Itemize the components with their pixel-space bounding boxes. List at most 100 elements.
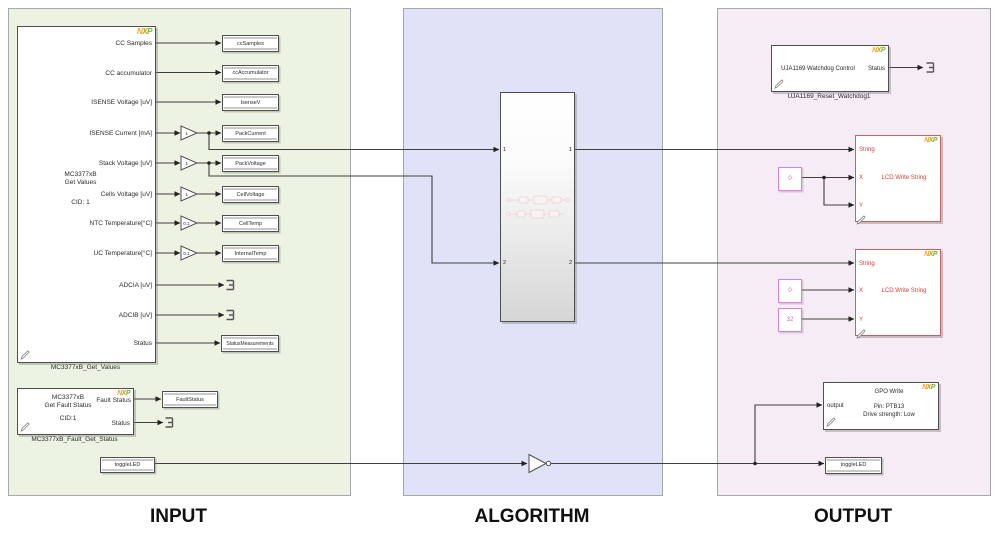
svg-text:1: 1 [186,192,189,197]
port-x: X [859,288,864,294]
fault-status-label: MC3377xB_Fault_Get_Status [31,436,118,443]
outport-isensev[interactable]: IsenseV [222,94,279,111]
outport-packcurrent[interactable]: PackCurrent [222,125,279,142]
block-cid: CID:1 [59,415,77,422]
outport-2-number: 2 [568,260,572,266]
block-title: GPO Write [874,389,904,395]
library-link-pencil-icon [826,417,836,427]
block-title: MC3377xB Get Fault Status [44,394,92,409]
section-title-input: INPUT [150,506,207,527]
nxp-logo: NXP [117,390,130,397]
constant-lcd2-y[interactable]: 32 [778,308,802,332]
get-values-block[interactable]: NXP MC3377xB Get Values CID: 1 CC Sample… [17,26,156,363]
lcd-write-string-block-1[interactable]: NXP String X Y LCD Write String [855,135,941,225]
block-cid: CID: 1 [71,199,90,206]
port-uc-temperature: UC Temperature[°C] [93,250,152,257]
uja1169-watchdog-block[interactable]: NXP UJA1169 Watchdog Control Status [771,45,889,92]
terminator-adcia[interactable] [225,279,235,291]
outport-cellvoltage[interactable]: CellVoltage [222,186,279,203]
section-title-algorithm: ALGORITHM [474,506,590,527]
outport-celltemp[interactable]: CellTemp [222,215,279,232]
port-adcia: ADCIA [uV] [119,282,152,289]
outport-internaltemp[interactable]: InternalTemp [222,245,279,262]
terminator-adcib[interactable] [225,309,235,321]
nxp-logo: NXP [872,47,885,54]
port-ntc-temperature: NTC Temperature[°C] [89,220,152,227]
port-cells-voltage: Cells Voltage [uV] [100,191,152,198]
block-title: LCD Write String [881,175,927,181]
port-status: Status [867,65,885,72]
branch-dot [753,461,757,466]
library-link-pencil-icon [20,422,30,432]
gpo-write-block[interactable]: NXP GPO Write Pin: PTB13 Drive strength:… [823,382,939,430]
gpo-drive-strength: Drive strength: Low [863,412,915,418]
gain-cell-temp[interactable]: 0.1 [180,215,199,231]
terminator-fault-status[interactable] [164,417,174,428]
get-values-label: MC3377xB_Get_Values [50,364,121,371]
port-cc-samples: CC Samples [115,40,152,47]
wire [208,163,500,266]
branch-dot [822,175,826,180]
outport-faultstatus[interactable]: FaultStatus [162,391,218,408]
library-link-pencil-icon [20,350,30,360]
inport-2-number: 2 [503,260,507,266]
fault-status-block[interactable]: NXP MC3377xB Get Fault Status CID:1 Faul… [17,388,134,435]
port-status: Status [133,340,152,347]
port-y: Y [859,317,864,323]
constant-lcd1-xy[interactable]: 0 [778,166,802,191]
branch-dot [207,161,211,165]
nxp-logo: NXP [924,137,937,144]
nxp-logo: NXP [924,251,937,258]
toggleled-goto-block[interactable]: toggleLED [825,456,882,474]
not-gate-block[interactable] [528,453,552,474]
svg-text:0.1: 0.1 [183,251,190,256]
toggleled-from-block[interactable]: toggleLED [100,456,155,473]
gain-pack-current[interactable]: 1 [180,125,199,141]
algorithm-subsystem-block[interactable]: 1 2 1 2 [500,92,575,322]
branch-dot [207,131,211,135]
svg-text:1: 1 [186,161,189,166]
port-status: Status [111,419,130,427]
port-string: String [859,261,875,267]
library-link-pencil-icon [774,79,784,89]
port-x: X [859,175,864,181]
nxp-logo: NXP [922,384,935,391]
uja1169-label: UJA1169_Reset_Watchdog1 [787,93,871,100]
svg-text:0.1: 0.1 [183,221,190,226]
lcd-write-string-block-2[interactable]: NXP String X Y LCD Write String [855,249,941,339]
port-adcib: ADCIB [uV] [118,312,152,319]
gain-pack-voltage[interactable]: 1 [180,155,199,171]
wire [823,177,855,208]
port-y: Y [859,203,864,209]
block-title: LCD Write String [881,288,927,294]
constant-lcd2-x[interactable]: 0 [778,279,802,303]
outport-1-number: 1 [568,147,572,153]
block-title: UJA1169 Watchdog Control [781,65,855,72]
port-fault-status: Fault Status [96,396,131,404]
subsystem-preview-watermark [505,195,570,219]
port-isense-voltage: ISENSE Voltage [uV] [91,99,152,106]
gain-internal-temp[interactable]: 0.1 [180,245,199,261]
gain-cell-voltage[interactable]: 1 [180,186,199,202]
outport-ccaccumulator[interactable]: ccAccumulator [222,64,279,82]
port-output: output [827,403,844,409]
port-cc-accumulator: CC accumulator [105,69,152,77]
outport-statusmeasurements[interactable]: StatusMeasurements [221,335,279,352]
library-link-pencil-icon [856,329,866,339]
port-isense-current: ISENSE Current [mA] [89,130,153,137]
port-stack-voltage: Stack Voltage [uV] [98,160,152,167]
library-link-pencil-icon [856,215,866,225]
section-title-output: OUTPUT [813,506,893,527]
outport-ccsamples[interactable]: ccSamples [222,35,279,52]
port-string: String [859,147,875,153]
svg-text:1: 1 [186,131,189,136]
wire [208,133,500,153]
inport-1-number: 1 [503,147,507,153]
terminator-uja-status[interactable] [925,62,935,73]
wire [754,402,823,464]
block-title: MC3377xB Get Values [64,171,97,186]
outport-packvoltage[interactable]: PackVoltage [222,155,279,172]
gpo-pin: Pin: PTB13 [873,404,905,410]
